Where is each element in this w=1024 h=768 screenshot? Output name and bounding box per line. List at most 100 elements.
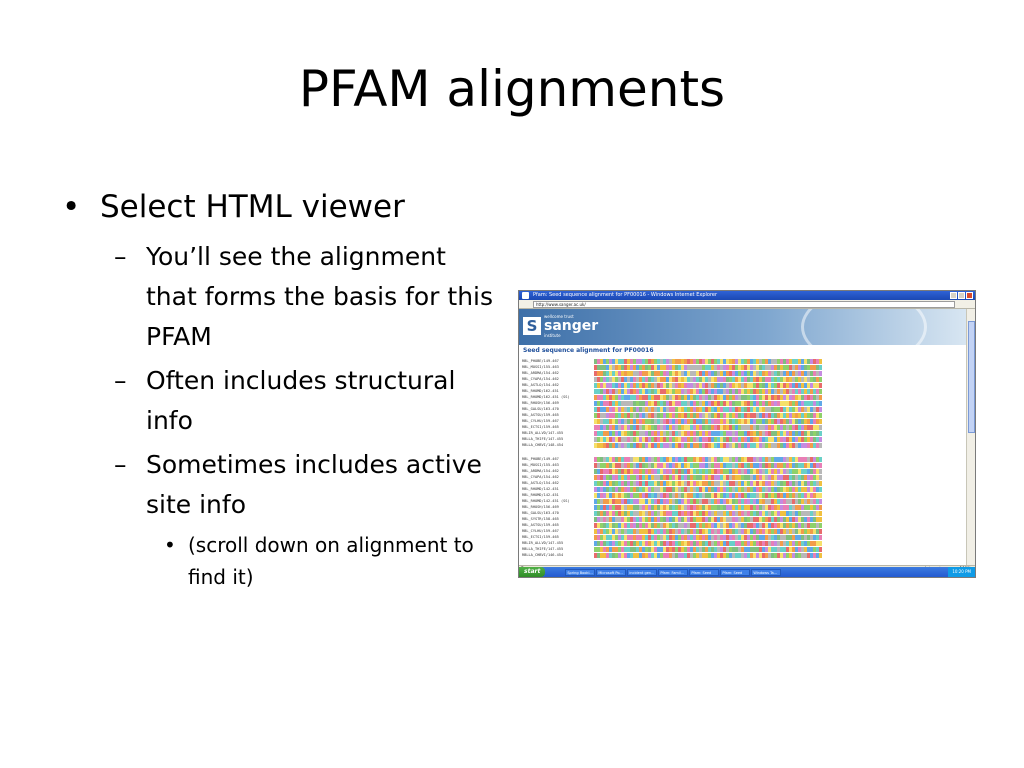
ie-icon <box>522 292 529 299</box>
window-title: Pfam: Seed sequence alignment for PF0001… <box>533 292 718 298</box>
alignment-row: RBL_RHOMD/142-451 <box>522 487 822 492</box>
bullet-text: Often includes structural info <box>146 365 456 435</box>
sequence-label: RBL_ASTLO/154-462 <box>522 481 559 485</box>
sequence-residues <box>594 493 822 498</box>
sequence-label: RBL_GALSU/163-470 <box>522 511 559 515</box>
sequence-residues <box>594 401 822 406</box>
alignment-row: RBL_GALSU/163-470 <box>522 511 822 516</box>
alignment-row: RBL_ECTSI/159-465 <box>522 535 822 540</box>
alignment-row: RBL_RHOMD/142-451 <box>522 493 822 498</box>
browser-screenshot: Pfam: Seed sequence alignment for PF0001… <box>518 290 976 578</box>
sequence-label: RBL_CYAPA/154-462 <box>522 377 559 381</box>
taskbar-item: Pfam: Seed <box>720 568 751 576</box>
sequence-label: RBL_ASTSU/159-465 <box>522 523 559 527</box>
sequence-label: RBL_RHOMD/162-451 (SS) <box>522 395 570 399</box>
bullet-text: Sometimes includes active site info <box>146 449 482 519</box>
sequence-label: RBL_CYLHU/159-467 <box>522 419 559 423</box>
bullet-active-site-info: – Sometimes includes active site info <box>60 445 500 525</box>
address-field: http://www.sanger.ac.uk/ <box>533 301 955 308</box>
sequence-label: RBLLA_THIFE/147-455 <box>522 547 564 551</box>
logo-small-text: wellcome trust <box>544 314 574 319</box>
sequence-label: RBL_CYAPA/154-462 <box>522 475 559 479</box>
sanger-banner: S wellcome trust sanger institute <box>519 309 967 365</box>
bullet-structural-info: – Often includes structural info <box>60 361 500 441</box>
alignment-row: RBL_PHOBE/149-467 <box>522 457 822 462</box>
alignment-row: RBL_SYSTR/158-465 <box>522 517 822 522</box>
sequence-label: RBL_ASTLO/154-462 <box>522 383 559 387</box>
system-tray-clock: 10:20 PM <box>948 567 975 577</box>
sequence-label: RBL_PHOBE/149-467 <box>522 457 559 461</box>
sequence-label: RBL_MOSSI/155-463 <box>522 463 559 467</box>
sequence-residues <box>594 463 822 468</box>
alignment-row: RBL_ARDMA/154-462 <box>522 469 822 474</box>
taskbar: start Spring Bookl...Microsoft Po...inci… <box>519 567 975 577</box>
alignment-row: RBLLA_CHBVI/148-454 <box>522 443 822 448</box>
sequence-residues <box>594 541 822 546</box>
sequence-label: RBLLA_THIFE/147-455 <box>522 437 564 441</box>
bullet-list: • Select HTML viewer – You’ll see the al… <box>60 188 500 593</box>
sequence-label: RBL_CYLHU/159-467 <box>522 529 559 533</box>
sequence-label: RBL_GALSU/163-470 <box>522 407 559 411</box>
close-icon <box>966 292 973 299</box>
sequence-residues <box>594 529 822 534</box>
taskbar-item: Pfam: Famil... <box>658 568 689 576</box>
sequence-residues <box>594 407 822 412</box>
window-controls <box>950 292 973 299</box>
sequence-residues <box>594 505 822 510</box>
alignment-row: RBL_RHOSH/156-469 <box>522 401 822 406</box>
alignment-row: RBL_RHOMD/162-451 <box>522 389 822 394</box>
web-page: S wellcome trust sanger institute Seed s… <box>519 309 967 565</box>
sequence-residues <box>594 547 822 552</box>
alignment-row: RBLLA_CHBVI/146-454 <box>522 553 822 558</box>
sequence-residues <box>594 481 822 486</box>
sequence-residues <box>594 371 822 376</box>
sequence-residues <box>594 395 822 400</box>
alignment-row: RBL_RHOSH/156-469 <box>522 505 822 510</box>
scrollbar-thumb <box>968 321 975 433</box>
sequence-residues <box>594 487 822 492</box>
sequence-label: RBL_RHOMD/142-451 <box>522 487 559 491</box>
bullet-dot-icon: • <box>164 532 176 557</box>
alignment-row: RBL_CYLHU/159-467 <box>522 419 822 424</box>
sanger-s-icon: S <box>523 317 541 335</box>
alignment-row: RBL_ASTLO/154-462 <box>522 481 822 486</box>
alignment-row: RBL_ECTSI/159-465 <box>522 425 822 430</box>
bullet-dash-icon: – <box>114 365 127 395</box>
sequence-residues <box>594 499 822 504</box>
sequence-residues <box>594 377 822 382</box>
taskbar-item: Microsoft Po... <box>596 568 627 576</box>
sequence-label: RBL_PHOBE/149-467 <box>522 359 559 363</box>
sequence-label: RBL_RHOMD/162-451 <box>522 389 559 393</box>
sequence-residues <box>594 443 822 448</box>
bullet-dash-icon: – <box>114 449 127 479</box>
alignment-row: RBL_GALSU/163-470 <box>522 407 822 412</box>
bullet-select-html-viewer: • Select HTML viewer <box>60 188 500 227</box>
alignment-row: RBL_CYAPA/154-462 <box>522 475 822 480</box>
minimize-icon <box>950 292 957 299</box>
alignment-row: RBLLA_THIFE/147-455 <box>522 547 822 552</box>
sequence-label: RBLLA_CHBVI/146-454 <box>522 553 564 557</box>
sequence-residues <box>594 359 822 364</box>
sequence-label: RBL_RHOSH/156-469 <box>522 505 559 509</box>
window-titlebar: Pfam: Seed sequence alignment for PF0001… <box>519 291 975 300</box>
sequence-label: RBL_ASTSU/159-465 <box>522 413 559 417</box>
sequence-residues <box>594 437 822 442</box>
sequence-label: RBL_ARDMA/154-462 <box>522 469 559 473</box>
sequence-residues <box>594 511 822 516</box>
sequence-label: RBL_RHOMD/142-451 (SS) <box>522 499 570 503</box>
alignment-row: RBLLA_THIFE/147-455 <box>522 437 822 442</box>
slide-title: PFAM alignments <box>298 60 726 118</box>
bullet-text: You’ll see the alignment that forms the … <box>146 241 494 351</box>
taskbar-item: Pfam: Seed <box>689 568 720 576</box>
bullet-dot-icon: • <box>62 189 81 225</box>
sequence-residues <box>594 523 822 528</box>
sequence-label: RBL_ECTSI/159-465 <box>522 535 559 539</box>
sequence-residues <box>594 535 822 540</box>
sequence-label: RBLIR_ALLVD/147-455 <box>522 431 564 435</box>
alignment-row: RBL_ASTLO/154-462 <box>522 383 822 388</box>
taskbar-items: Spring Bookl...Microsoft Po...incident g… <box>565 568 782 576</box>
alignment-row: RBL_CYAPA/154-462 <box>522 377 822 382</box>
alignment-row: RBLIR_ALLVD/147-455 <box>522 431 822 436</box>
